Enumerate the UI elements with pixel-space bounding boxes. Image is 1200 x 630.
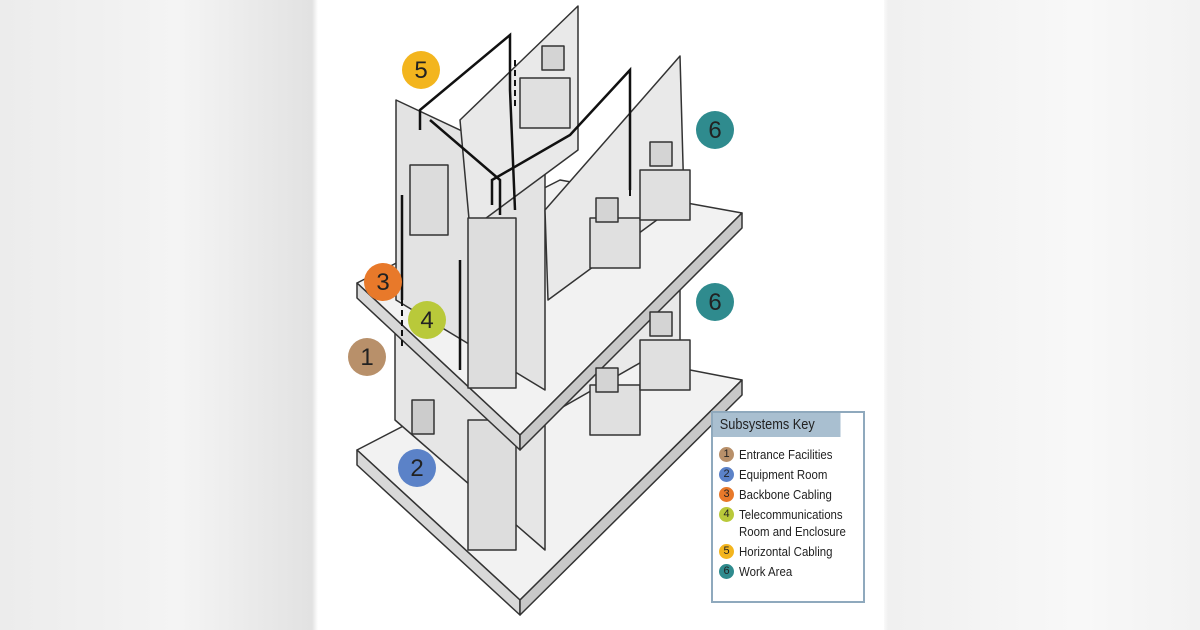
subsystem-badge-4: 4 [408,301,446,339]
legend-dot: 2 [719,467,734,482]
legend-label-line: Room and Enclosure [739,524,846,539]
subsystem-badge-6: 6 [696,111,734,149]
legend-label: Equipment Room [739,466,827,483]
legend-label-line: Horizontal Cabling [739,544,833,559]
legend-label-line: Work Area [739,564,793,579]
legend-item: 6 Work Area [719,564,863,580]
legend-label-line: Backbone Cabling [739,487,832,502]
legend-dot: 1 [719,447,734,462]
legend-label-line: Equipment Room [739,467,828,482]
legend-label: Work Area [739,563,792,580]
legend-label: Entrance Facilities [739,446,832,463]
badge-number: 6 [708,117,721,144]
cabling-lines [400,32,632,370]
legend-item: 2 Equipment Room [719,467,863,483]
badge-number: 5 [414,57,427,84]
legend-item: 1 Entrance Facilities [719,447,863,463]
upper-equipment-rack [467,217,517,389]
legend-label-line: Entrance Facilities [739,447,833,462]
legend-label: Horizontal Cabling [739,543,832,560]
legend-dot: 5 [719,544,734,559]
subsystem-badge-2: 2 [398,449,436,487]
legend-item: 3 Backbone Cabling [719,487,863,503]
badge-number: 6 [708,289,721,316]
legend-label-line: Telecommunications [739,507,843,522]
badge-number: 2 [410,455,423,482]
legend-dot: 6 [719,564,734,579]
legend-label: Backbone Cabling [739,486,832,503]
subsystem-badge-6: 6 [696,283,734,321]
legend-dot: 3 [719,487,734,502]
legend-title: Subsystems Key [713,413,841,437]
badge-number: 3 [376,269,389,296]
legend-dot: 4 [719,507,734,522]
badge-number: 4 [420,307,433,334]
badge-number: 1 [360,344,373,371]
legend-item: 5 Horizontal Cabling [719,544,863,560]
subsystems-key-legend: Subsystems Key 1 Entrance Facilities 2 Equi… [711,411,865,603]
subsystem-badge-1: 1 [348,338,386,376]
subsystem-badge-5: 5 [402,51,440,89]
subsystem-badge-3: 3 [364,263,402,301]
